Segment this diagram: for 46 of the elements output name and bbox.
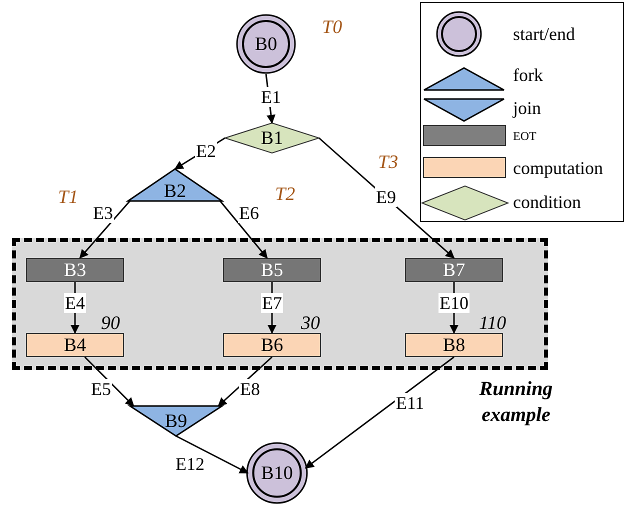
fork-triangle xyxy=(128,169,222,201)
edge-label: E7 xyxy=(261,293,283,313)
arrow xyxy=(174,137,226,170)
condition-diamond xyxy=(225,123,319,153)
thread-label: T3 xyxy=(378,153,398,172)
block-label: B9 xyxy=(164,412,188,430)
block-label: B1 xyxy=(260,128,284,148)
cost-label: 90 xyxy=(101,314,120,333)
edge-label: E4 xyxy=(64,293,86,313)
legend-label: join xyxy=(513,99,542,117)
arrow xyxy=(79,200,130,259)
start-end-circle xyxy=(246,442,308,504)
thread-label: T1 xyxy=(58,188,78,207)
block-label: B0 xyxy=(254,34,278,54)
block-label: B10 xyxy=(261,464,293,482)
arrow xyxy=(70,282,80,334)
block-label: B4 xyxy=(64,336,86,354)
cost-label: 110 xyxy=(479,314,506,333)
arrow xyxy=(218,356,272,407)
thread-label: T0 xyxy=(322,18,342,37)
arrow xyxy=(220,200,268,259)
arrow xyxy=(318,137,455,259)
block-label: B7 xyxy=(442,260,466,280)
join-triangle xyxy=(130,406,222,436)
edge-label: E10 xyxy=(438,293,470,313)
thread-label: T2 xyxy=(275,185,296,204)
block-label: B5 xyxy=(260,260,284,280)
cost-label: 30 xyxy=(301,314,320,333)
legend-label: start/end xyxy=(513,25,575,43)
edge-label: E1 xyxy=(260,87,282,107)
arrow xyxy=(268,282,276,334)
legend-label: EOT xyxy=(513,130,536,142)
eot-block xyxy=(26,258,124,282)
eot-block xyxy=(223,258,321,282)
region-title: Running example xyxy=(478,377,554,428)
edge-label: E9 xyxy=(375,187,397,207)
legend-label: condition xyxy=(513,193,581,211)
block-label: B2 xyxy=(164,180,186,200)
legend-label: fork xyxy=(513,66,543,84)
block-label: B8 xyxy=(442,336,466,354)
arrow xyxy=(84,356,134,407)
eot-block xyxy=(405,258,503,282)
arrow xyxy=(176,435,249,474)
legend-label: computation xyxy=(513,159,603,177)
block-label: B3 xyxy=(64,260,86,280)
block-label: B6 xyxy=(260,336,284,354)
